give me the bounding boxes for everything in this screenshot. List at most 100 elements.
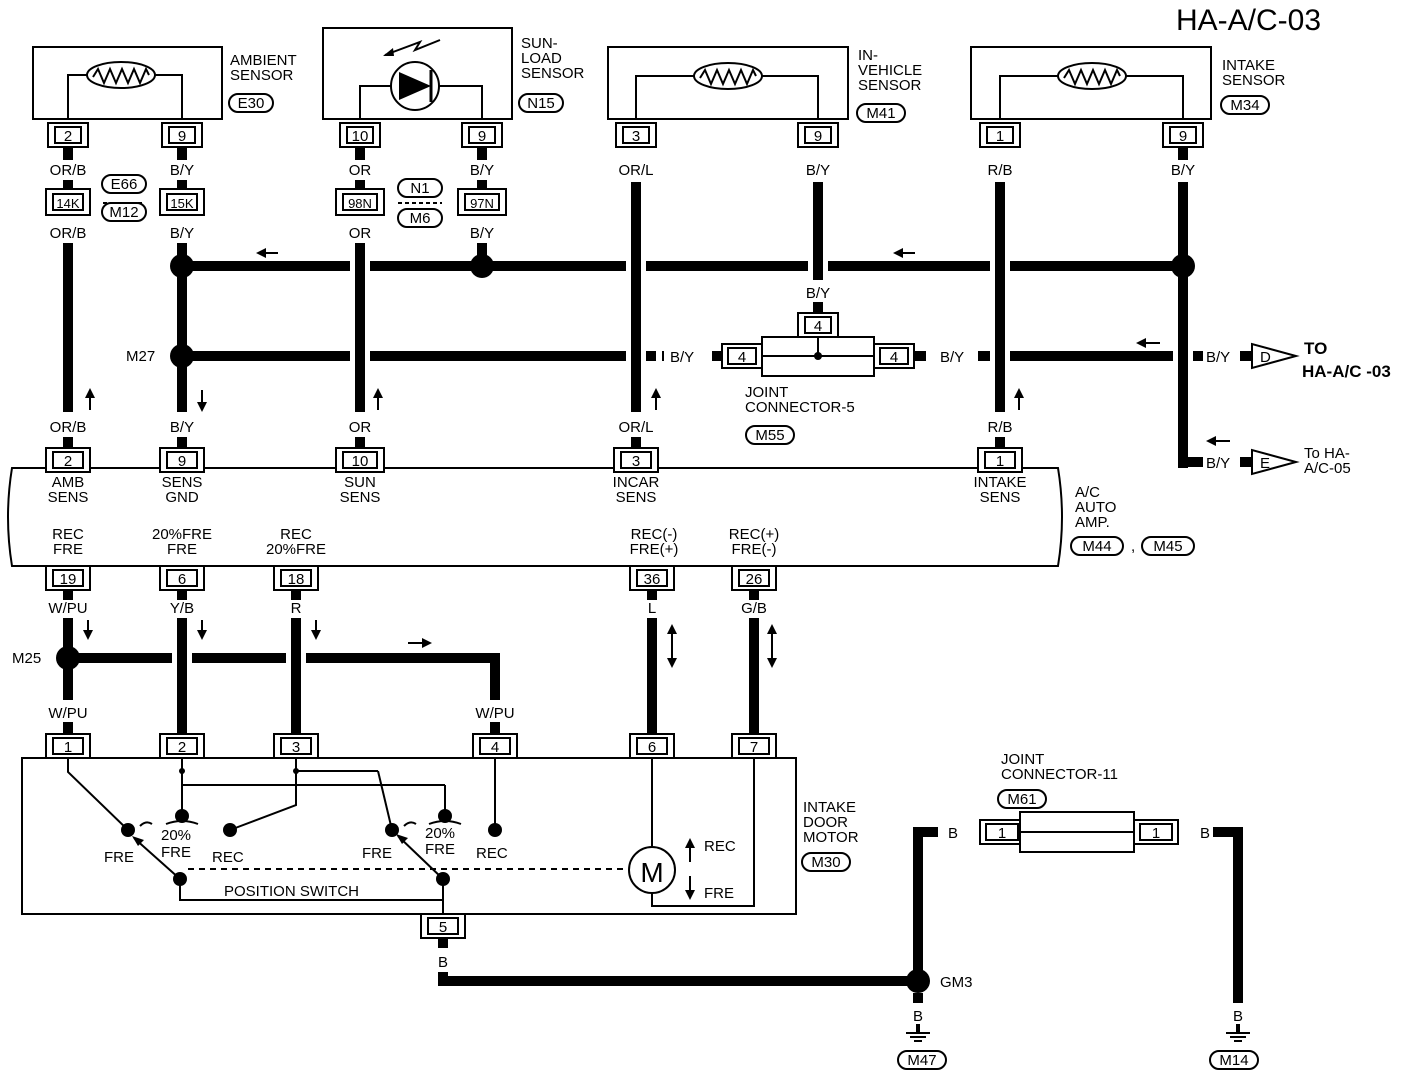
svg-text:W/PU: W/PU [48, 600, 87, 617]
svg-text:B: B [438, 954, 448, 971]
svg-text:R/B: R/B [987, 162, 1012, 179]
svg-text:20%FRE: 20%FRE [266, 541, 326, 558]
svg-text:AMB: AMB [52, 474, 85, 491]
svg-text:REC: REC [280, 526, 312, 543]
svg-text:6: 6 [648, 739, 656, 756]
svg-text:OR/B: OR/B [50, 162, 87, 179]
svg-text:M: M [640, 857, 663, 888]
svg-text:B/Y: B/Y [940, 349, 964, 366]
motor-wires: W/PU Y/B R L G/B M25 W/PU W/PU [12, 590, 767, 734]
inline-connectors: 14K 15K 98N 97N E66 M12 N1 M6 [45, 174, 507, 228]
svg-text:4: 4 [491, 739, 499, 756]
svg-text:SENS: SENS [980, 489, 1021, 506]
svg-text:M47: M47 [907, 1052, 936, 1069]
svg-text:GM3: GM3 [940, 974, 973, 991]
ground-wires: B GM3 B M47 B M14 [438, 827, 1259, 1070]
svg-text:OR: OR [349, 225, 372, 242]
svg-text:SENSOR: SENSOR [521, 65, 585, 82]
svg-text:Y/B: Y/B [170, 600, 194, 617]
svg-text:D: D [1260, 349, 1271, 366]
svg-text:98N: 98N [348, 196, 372, 211]
svg-text:AMP.: AMP. [1075, 514, 1110, 531]
svg-text:B/Y: B/Y [470, 162, 494, 179]
svg-text:2: 2 [178, 739, 186, 756]
joint-connector-5: B/Y 4 4 4 B/Y B/Y JOINT CONNECTOR-5 M55 [670, 285, 964, 445]
svg-text:W/PU: W/PU [475, 705, 514, 722]
offpage-e: B/Y E To HA- A/C-05 [1206, 445, 1351, 477]
ambient-connector-tag [228, 93, 274, 113]
svg-text:M45: M45 [1153, 538, 1182, 555]
ambient-sensor: AMBIENT SENSOR E30 [32, 46, 297, 120]
svg-text:IN-: IN- [858, 47, 878, 64]
svg-text:SENSOR: SENSOR [1222, 72, 1286, 89]
svg-text:SENS: SENS [340, 489, 381, 506]
svg-text:9: 9 [1179, 128, 1187, 145]
svg-text:TO: TO [1304, 339, 1327, 358]
svg-text:B/Y: B/Y [170, 225, 194, 242]
svg-text:MOTOR: MOTOR [803, 829, 859, 846]
svg-text:W/PU: W/PU [48, 705, 87, 722]
svg-text:A/C-05: A/C-05 [1304, 460, 1351, 477]
svg-text:M25: M25 [12, 650, 41, 667]
svg-text:CONNECTOR-11: CONNECTOR-11 [1001, 766, 1118, 783]
intake-sensor: INTAKE SENSOR M34 [970, 46, 1286, 120]
svg-text:19: 19 [60, 571, 77, 588]
svg-text:E30: E30 [238, 95, 265, 112]
svg-text:SENS: SENS [616, 489, 657, 506]
svg-text:LOAD: LOAD [521, 50, 562, 67]
svg-text:15K: 15K [170, 196, 193, 211]
svg-text:9: 9 [178, 453, 186, 470]
svg-text:M14: M14 [1219, 1052, 1248, 1069]
svg-text:M27: M27 [126, 348, 155, 365]
svg-text:M30: M30 [811, 854, 840, 871]
svg-text:B/Y: B/Y [806, 285, 830, 302]
invehicle-sensor: IN- VEHICLE SENSOR M41 [607, 46, 922, 123]
svg-text:B/Y: B/Y [1206, 455, 1230, 472]
svg-text:OR/B: OR/B [50, 225, 87, 242]
svg-text:1: 1 [1152, 825, 1160, 842]
svg-text:20%: 20% [425, 825, 455, 842]
svg-text:CONNECTOR-5: CONNECTOR-5 [745, 399, 855, 416]
svg-text:M6: M6 [410, 210, 431, 227]
svg-text:4: 4 [890, 349, 898, 366]
splice-m27 [170, 344, 194, 368]
diagram-title: HA-A/C-03 [1176, 4, 1321, 37]
svg-text:M55: M55 [755, 427, 784, 444]
svg-text:SENSOR: SENSOR [230, 67, 294, 84]
svg-text:REC: REC [476, 845, 508, 862]
svg-text:2: 2 [64, 453, 72, 470]
svg-text:7: 7 [750, 739, 758, 756]
splice-dot [1171, 254, 1195, 278]
svg-text:10: 10 [352, 128, 369, 145]
svg-text:20%FRE: 20%FRE [152, 526, 212, 543]
svg-text:5: 5 [439, 919, 447, 936]
svg-text:OR: OR [349, 419, 372, 436]
svg-text:REC(-): REC(-) [631, 526, 678, 543]
svg-text:M12: M12 [109, 204, 138, 221]
splice-dot [470, 254, 494, 278]
svg-text:N1: N1 [410, 180, 429, 197]
svg-text:FRE: FRE [53, 541, 83, 558]
svg-text:10: 10 [352, 453, 369, 470]
svg-text:FRE(-): FRE(-) [732, 541, 777, 558]
svg-text:9: 9 [814, 128, 822, 145]
svg-text:9: 9 [478, 128, 486, 145]
svg-text:9: 9 [178, 128, 186, 145]
svg-text:SENSOR: SENSOR [858, 77, 922, 94]
svg-text:HA-A/C -03: HA-A/C -03 [1302, 362, 1391, 381]
svg-text:SUN: SUN [344, 474, 376, 491]
svg-text:SUN-: SUN- [521, 35, 558, 52]
svg-text:POSITION SWITCH: POSITION SWITCH [224, 883, 359, 900]
svg-text:FRE: FRE [425, 841, 455, 858]
svg-text:JOINT: JOINT [1001, 751, 1044, 768]
svg-text:FRE: FRE [167, 541, 197, 558]
svg-text:B/Y: B/Y [806, 162, 830, 179]
svg-text:FRE: FRE [161, 844, 191, 861]
svg-text:18: 18 [288, 571, 305, 588]
svg-text:To HA-: To HA- [1304, 445, 1350, 462]
svg-text:B/Y: B/Y [670, 349, 694, 366]
intake-door-motor: 1 2 3 4 6 7 [21, 733, 859, 939]
svg-text:6: 6 [178, 571, 186, 588]
svg-text:INTAKE: INTAKE [1222, 57, 1275, 74]
